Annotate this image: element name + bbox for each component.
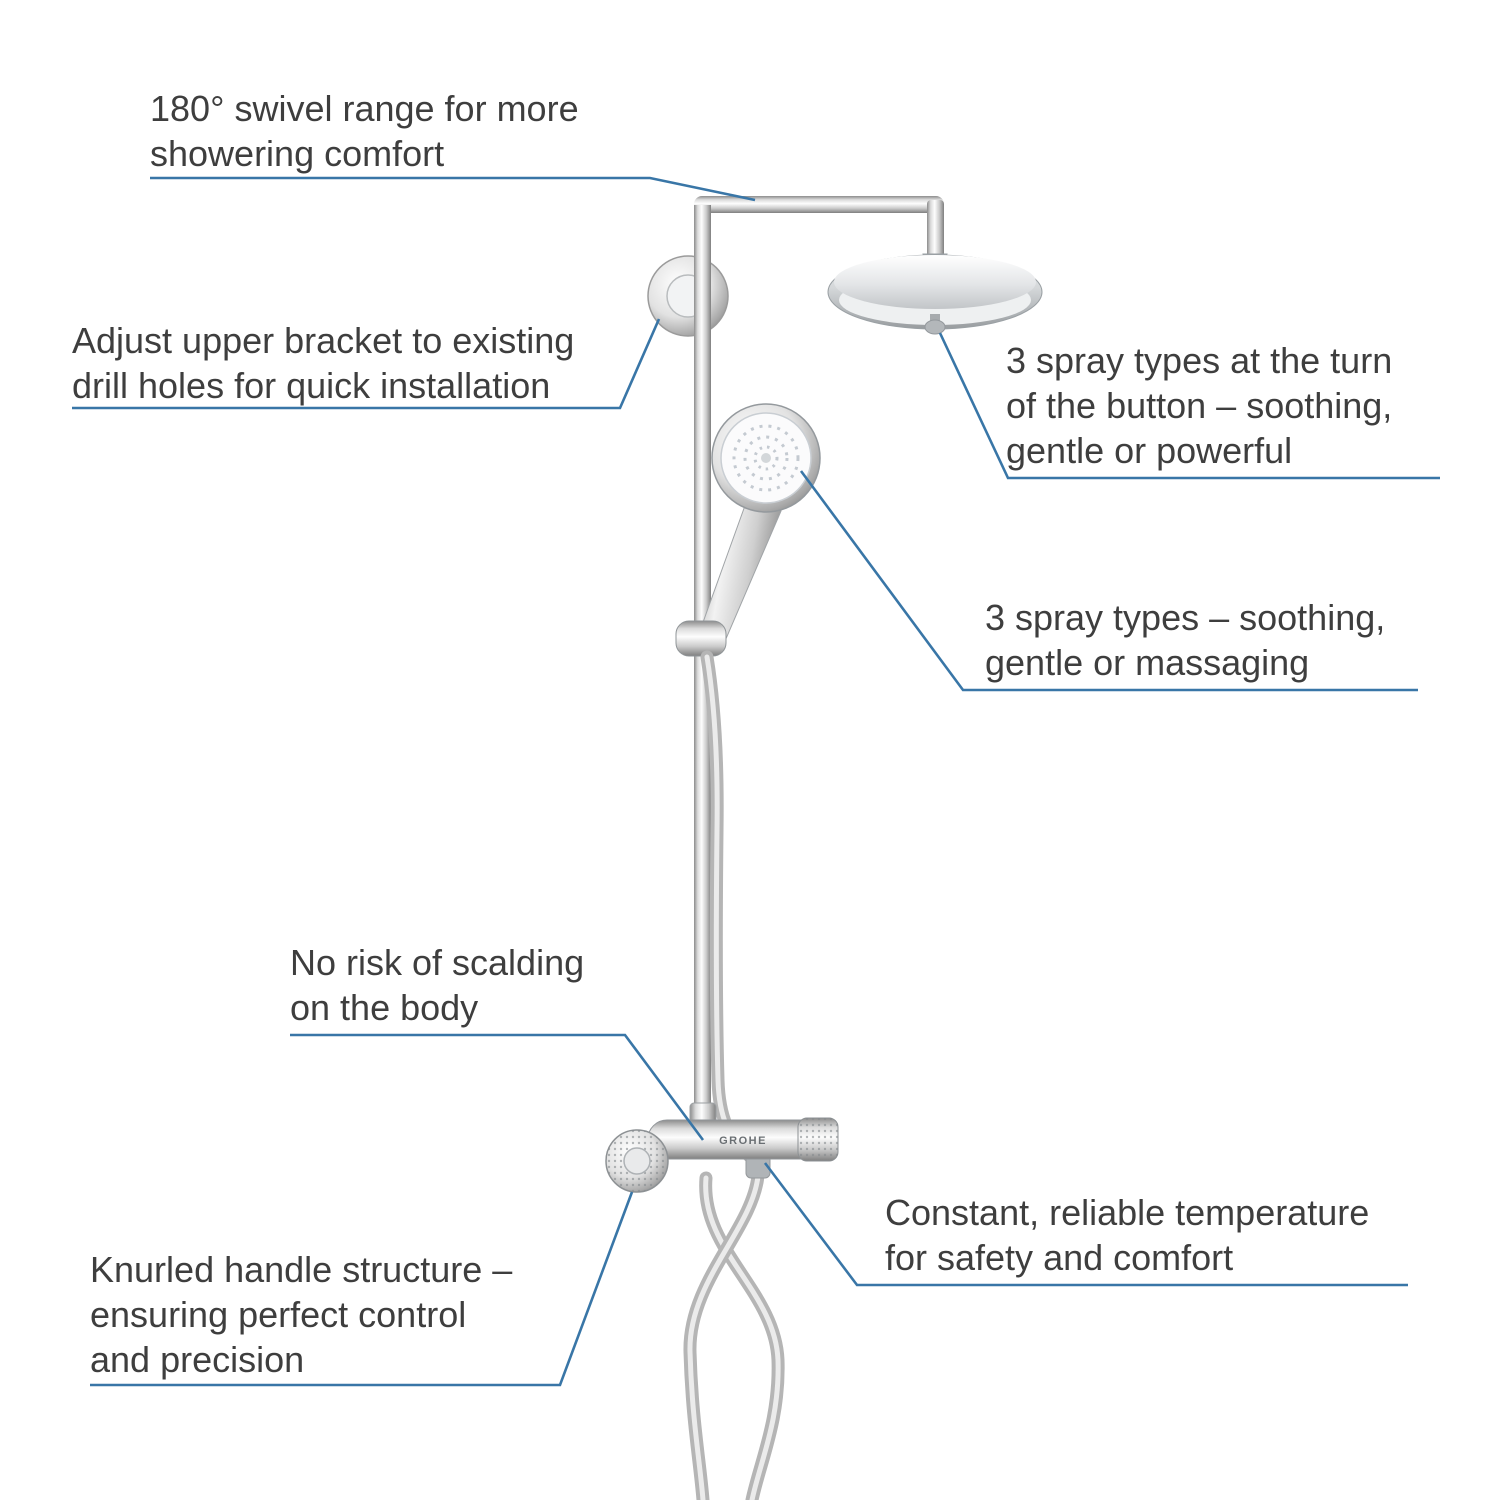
annotation-line: 180° swivel range for more [150, 88, 579, 129]
annotation-line: ensuring perfect control [90, 1294, 467, 1335]
annotation-constant-temperature: Constant, reliable temperature for safet… [885, 1190, 1369, 1280]
leader-line-head-spray-types [938, 332, 1440, 480]
shower-hose [683, 650, 785, 1500]
annotation-swivel-range: 180° swivel range for more showering com… [150, 86, 579, 176]
annotation-knurled-handle: Knurled handle structure – ensuring perf… [90, 1247, 512, 1382]
annotation-line: on the body [290, 987, 479, 1028]
wall-bracket [647, 255, 729, 337]
leader-line-no-scalding [290, 1033, 705, 1141]
annotation-no-scalding: No risk of scalding on the body [290, 940, 584, 1030]
annotation-line: Knurled handle structure – [90, 1249, 513, 1290]
annotation-line: gentle or massaging [985, 642, 1310, 683]
leader-line-upper-bracket [72, 318, 661, 410]
annotation-line: Adjust upper bracket to existing [72, 320, 575, 361]
leader-line-hand-spray-types [799, 470, 1418, 692]
annotation-upper-bracket: Adjust upper bracket to existing drill h… [72, 318, 574, 408]
annotation-line: Constant, reliable temperature [885, 1192, 1370, 1233]
annotation-hand-spray-types: 3 spray types – soothing, gentle or mass… [985, 595, 1385, 685]
leader-line-swivel-range [150, 176, 756, 202]
rain-shower-head [827, 254, 1043, 335]
annotation-line: gentle or powerful [1006, 430, 1293, 471]
grohe-logo: GROHE [719, 1135, 767, 1147]
leader-lines [72, 176, 1440, 1387]
annotation-line: No risk of scalding [290, 942, 585, 983]
shower-arm [694, 196, 944, 258]
mixer-right-handle [797, 1117, 839, 1162]
annotation-head-spray-types: 3 spray types at the turn of the button … [1006, 338, 1392, 473]
leader-line-knurled-handle [90, 1191, 634, 1387]
shower-rail [694, 205, 711, 1140]
annotation-line: 3 spray types at the turn [1006, 340, 1393, 381]
annotation-line: 3 spray types – soothing, [985, 597, 1386, 638]
annotation-line: showering comfort [150, 133, 445, 174]
spray-selector-button [924, 319, 946, 335]
glide-holder [675, 620, 727, 657]
annotation-line: and precision [90, 1339, 305, 1380]
hand-shower [711, 403, 821, 513]
annotation-line: drill holes for quick installation [72, 365, 551, 406]
mixer-left-handle [605, 1129, 669, 1193]
annotation-line: of the button – soothing, [1006, 385, 1393, 426]
annotation-line: for safety and comfort [885, 1237, 1234, 1278]
leader-line-constant-temperature [763, 1162, 1408, 1287]
